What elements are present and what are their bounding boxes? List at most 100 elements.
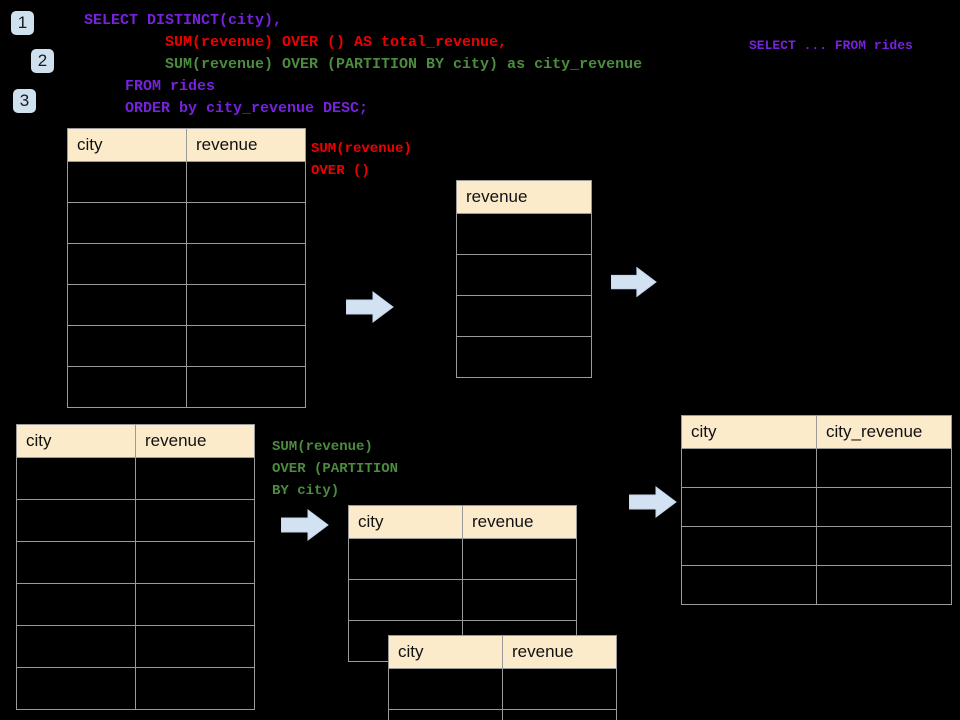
table-partition-front: city revenue xyxy=(388,635,617,720)
annotation-total-revenue: SUM(revenue) OVER () xyxy=(311,141,412,179)
flow-arrow-4-icon xyxy=(629,486,677,518)
column-header-city-revenue: city_revenue xyxy=(816,415,952,449)
cell xyxy=(135,541,255,584)
table-row xyxy=(67,202,306,244)
cell xyxy=(816,565,952,605)
sql-line-from: FROM rides xyxy=(107,78,216,95)
sql-line-total-revenue: SUM(revenue) OVER () AS total_revenue, xyxy=(129,34,508,51)
cell xyxy=(502,668,617,710)
table-row xyxy=(67,284,306,326)
table-row xyxy=(16,667,255,710)
table-rides-source: city revenue xyxy=(67,128,306,408)
table-header-row: city revenue xyxy=(348,505,577,539)
cell xyxy=(681,448,817,488)
cell xyxy=(456,254,592,296)
cell xyxy=(16,499,136,542)
table-row xyxy=(681,487,952,527)
cell xyxy=(16,541,136,584)
table-row xyxy=(67,243,306,285)
column-header-city: city xyxy=(388,635,503,669)
column-header-revenue: revenue xyxy=(135,424,255,458)
cell xyxy=(502,709,617,720)
table-header-row: city revenue xyxy=(388,635,617,669)
cell xyxy=(348,538,463,580)
cell xyxy=(456,213,592,255)
table-header-row: city revenue xyxy=(16,424,255,458)
table-row xyxy=(16,625,255,668)
cell xyxy=(462,538,577,580)
cell xyxy=(816,487,952,527)
cell xyxy=(348,579,463,621)
sql-side-note: SELECT ... FROM rides xyxy=(749,38,913,53)
column-header-revenue: revenue xyxy=(502,635,617,669)
cell xyxy=(816,448,952,488)
flow-arrow-1-icon xyxy=(346,291,394,323)
table-rides-source-partition: city revenue xyxy=(16,424,255,710)
table-row xyxy=(388,709,617,720)
table-row xyxy=(16,499,255,542)
table-total-revenue: revenue xyxy=(456,180,592,378)
cell xyxy=(186,161,306,203)
cell xyxy=(186,243,306,285)
cell xyxy=(816,526,952,566)
cell xyxy=(16,667,136,710)
cell xyxy=(67,325,187,367)
cell xyxy=(681,565,817,605)
cell xyxy=(16,457,136,500)
cell xyxy=(462,579,577,621)
sql-line-select: SELECT DISTINCT(city), xyxy=(84,12,283,29)
cell xyxy=(135,499,255,542)
cell xyxy=(186,325,306,367)
cell xyxy=(16,625,136,668)
sql-line-city-revenue: SUM(revenue) OVER (PARTITION BY city) as… xyxy=(129,56,643,73)
cell xyxy=(388,709,503,720)
table-header-row: revenue xyxy=(456,180,592,214)
table-row xyxy=(348,538,577,580)
cell xyxy=(681,526,817,566)
cell xyxy=(388,668,503,710)
cell xyxy=(135,625,255,668)
sql-line-order-by: ORDER by city_revenue DESC; xyxy=(107,100,369,117)
table-row xyxy=(456,336,592,378)
flow-arrow-2-icon xyxy=(611,266,657,298)
table-row xyxy=(16,457,255,500)
table-row xyxy=(681,526,952,566)
cell xyxy=(67,202,187,244)
annotation-city-revenue: SUM(revenue) OVER (PARTITION BY city) xyxy=(272,439,399,499)
cell xyxy=(456,295,592,337)
table-row xyxy=(681,448,952,488)
cell xyxy=(681,487,817,527)
cell xyxy=(67,366,187,408)
table-row xyxy=(67,325,306,367)
cell xyxy=(186,202,306,244)
table-result-city-revenue: city city_revenue xyxy=(681,415,952,605)
table-row xyxy=(348,579,577,621)
cell xyxy=(67,284,187,326)
table-row xyxy=(67,366,306,408)
table-row xyxy=(456,213,592,255)
step-badge-1: 1 xyxy=(11,11,34,35)
cell xyxy=(135,667,255,710)
table-row xyxy=(456,295,592,337)
column-header-revenue: revenue xyxy=(456,180,592,214)
table-header-row: city revenue xyxy=(67,128,306,162)
cell xyxy=(67,161,187,203)
table-row xyxy=(456,254,592,296)
column-header-revenue: revenue xyxy=(186,128,306,162)
cell xyxy=(456,336,592,378)
column-header-city: city xyxy=(681,415,817,449)
cell xyxy=(67,243,187,285)
cell xyxy=(135,457,255,500)
column-header-city: city xyxy=(67,128,187,162)
table-row xyxy=(16,583,255,626)
column-header-city: city xyxy=(348,505,463,539)
table-row xyxy=(67,161,306,203)
cell xyxy=(186,366,306,408)
cell xyxy=(135,583,255,626)
table-row xyxy=(681,565,952,605)
cell xyxy=(186,284,306,326)
table-header-row: city city_revenue xyxy=(681,415,952,449)
step-badge-3: 3 xyxy=(13,89,36,113)
cell xyxy=(16,583,136,626)
